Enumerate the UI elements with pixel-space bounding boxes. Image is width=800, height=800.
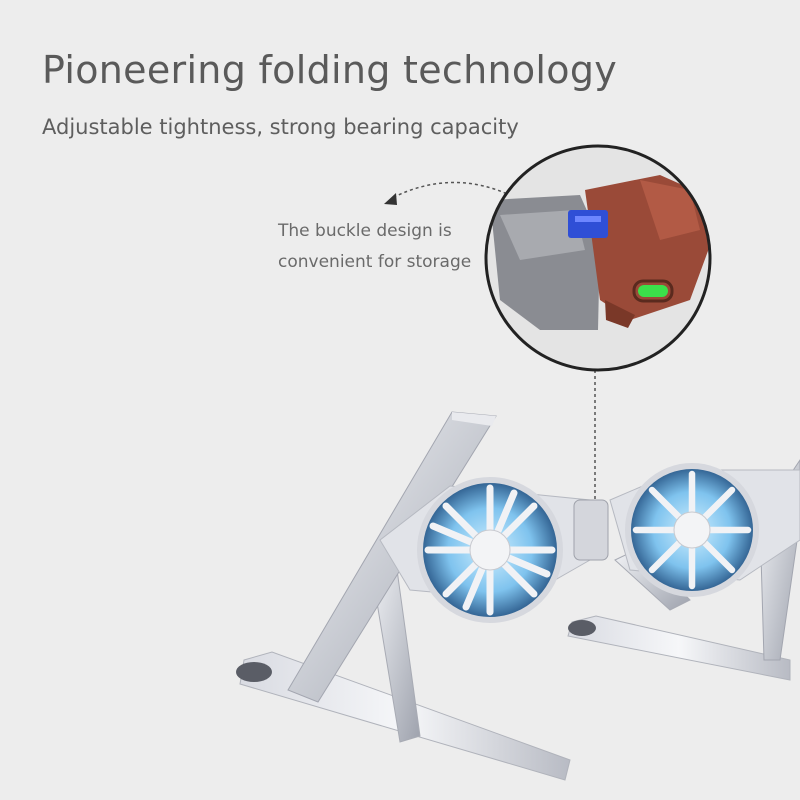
arrow-head-icon xyxy=(384,193,397,205)
callout-line-2: convenient for storage xyxy=(278,252,472,272)
page-subtitle: Adjustable tightness, strong bearing cap… xyxy=(42,115,519,139)
buckle-callout: The buckle design is convenient for stor… xyxy=(278,216,471,278)
callout-arrow xyxy=(391,181,513,199)
center-hinge xyxy=(573,499,609,561)
led-indicator xyxy=(638,285,668,297)
left-fan xyxy=(417,477,563,623)
buckle-latch xyxy=(568,210,608,238)
page-title: Pioneering folding technology xyxy=(42,48,618,92)
right-fan xyxy=(625,463,759,597)
callout-line-1: The buckle design is xyxy=(278,221,452,241)
zoom-detail-circle xyxy=(484,144,712,372)
